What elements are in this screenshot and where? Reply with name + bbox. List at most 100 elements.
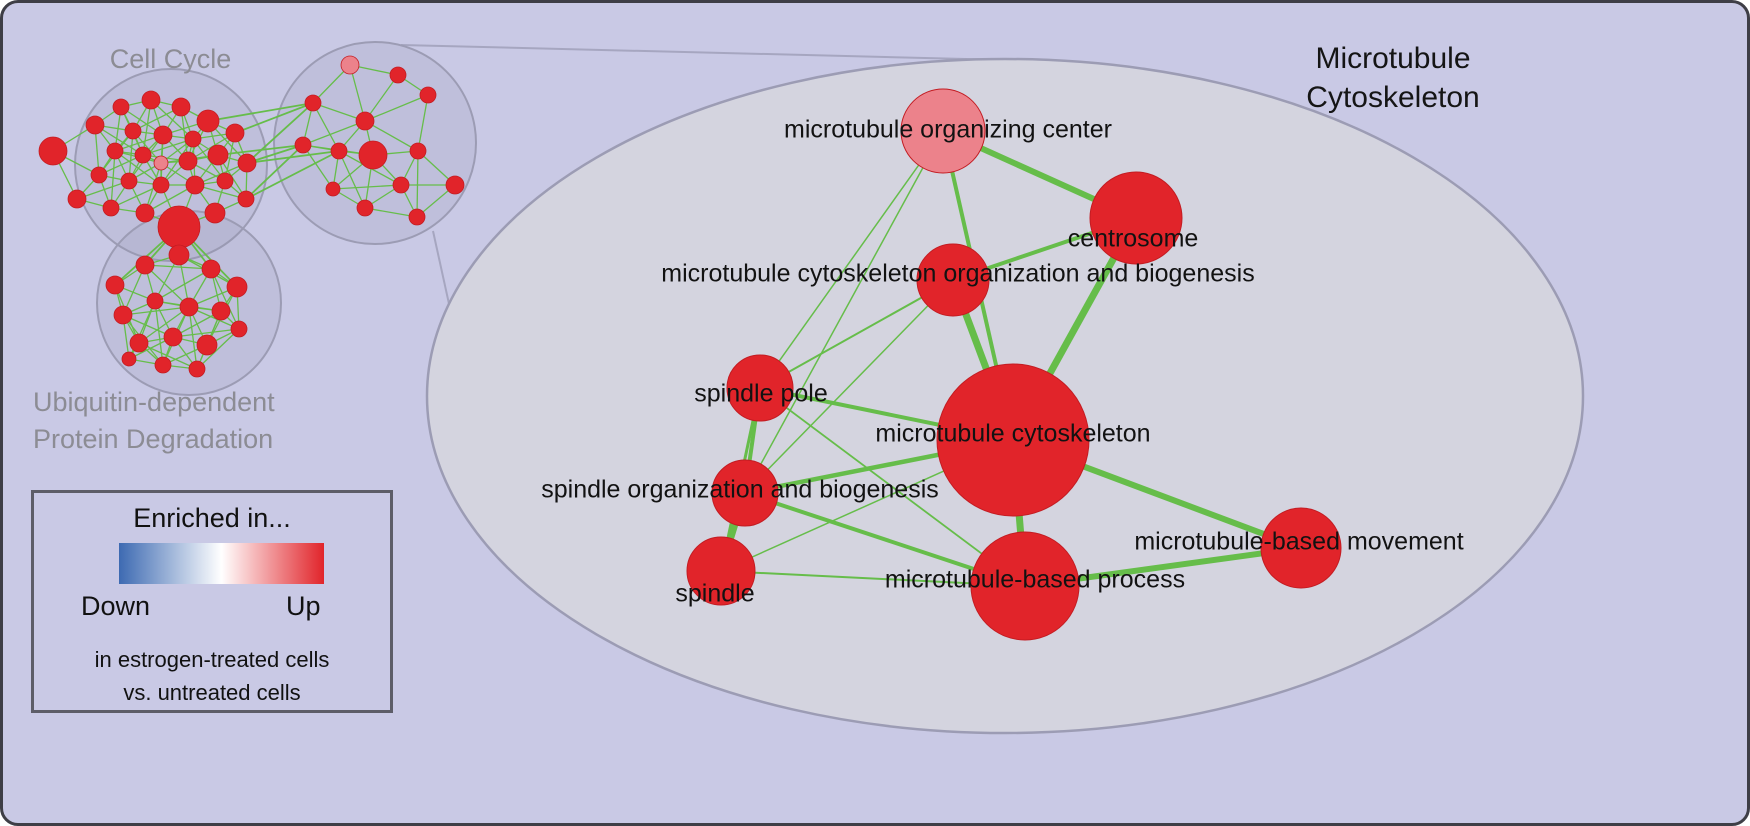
overview-node [85,115,105,135]
overview-node [211,301,231,321]
overview-node [230,320,248,338]
overview-node [113,305,133,325]
overview-edge [364,207,418,218]
overview-node [120,172,138,190]
overview-node [188,360,206,378]
zoom-node-labels: microtubule organizing centercentrosomem… [541,116,1463,608]
overview-node [38,136,68,166]
edge-moc-sob [744,130,944,494]
legend-title: Enriched in... [133,503,291,533]
overview-edge [144,264,190,308]
zoom-nodes [686,88,1342,641]
overview-edge [154,300,164,366]
node-label-cen: centrosome [1068,225,1199,253]
overview-bridge-edge [234,102,314,134]
overview-node [419,86,437,104]
overview-node [409,142,427,160]
overview-edge [94,124,144,156]
overview-node [153,155,169,171]
zoom-cone-line [400,44,1008,61]
overview-bridge-edge [246,150,340,164]
overview-bridge-edge [246,102,314,164]
overview-node [134,146,152,164]
overview-node [129,333,149,353]
edge-sp-mbp [759,387,1026,587]
overview-node [356,199,374,217]
overview-node [171,97,191,117]
overview-node [226,276,248,298]
overview-node [179,297,199,317]
legend-caption: in estrogen-treated cells vs. untreated … [34,643,390,709]
node-mbm [1260,507,1342,589]
legend-caption-line2: vs. untreated cells [123,680,301,705]
overview-edge [110,150,116,209]
overview-node [102,199,120,217]
overview-node [135,255,155,275]
overview-node [225,123,245,143]
overview-node [67,189,87,209]
overview-edge [172,328,240,338]
overview-node [389,66,407,84]
overview-node [330,142,348,160]
node-sob [711,459,779,527]
overview-edge [150,99,194,140]
overview-node [146,292,164,310]
legend-gradient-bar [119,543,324,584]
overview-node [408,208,426,226]
overview-edge [138,342,198,370]
overview-edge [144,184,196,214]
overview-edge [210,268,240,330]
edge-mob-sp [759,279,954,389]
overview-node [124,122,142,140]
node-label-mc: microtubule cytoskeleton [875,420,1150,448]
overview-node [445,175,465,195]
overview-edge [349,64,366,122]
overview-edge [302,144,334,190]
node-spn [686,536,756,606]
edge-mob-sob [744,279,954,494]
network-svg: microtubule organizing centercentrosomem… [38,41,1585,735]
overview-node [121,351,137,367]
node-label-sp: spindle pole [694,380,827,408]
overview-nodes [38,55,465,378]
overview-node [178,151,198,171]
overview-edge [416,150,419,218]
overview-node [90,166,108,184]
overview-edge [338,150,366,209]
legend-up-label: Up [286,591,321,621]
overview-node [358,140,388,170]
legend-box: Enriched in... Down Up in estrogen-treat… [31,490,393,713]
overview-node [106,142,124,160]
node-mc [936,363,1090,517]
overview-node [154,356,172,374]
overview-edge [154,268,212,302]
overview-bridge-edge [207,102,314,122]
overview-node [135,203,155,223]
overview-node [237,153,257,173]
overview-edge [364,74,399,122]
overview-node [152,176,170,194]
overview-bridge-edge [246,144,304,164]
legend-caption-line1: in estrogen-treated cells [94,647,330,672]
legend-down-label: Down [81,591,151,621]
overview-node [141,90,161,110]
node-label-mbp: microtubule-based process [885,566,1185,594]
overview-node [196,334,218,356]
overview-edge [302,120,366,146]
node-label-spn: spindle [675,580,754,608]
edge-moc-sp [759,130,944,389]
overview-edge [364,94,429,122]
overview-node [207,144,229,166]
overview-edge [188,306,198,370]
overview-edge [138,306,190,344]
overview-edge [417,94,429,152]
overview-node [163,327,183,347]
overview-node [392,176,410,194]
overview-node [340,55,360,75]
overview-node [294,136,312,154]
overview-node [201,259,221,279]
overview-edge [144,264,212,270]
overview-node [325,181,341,197]
overview-node [304,94,322,112]
